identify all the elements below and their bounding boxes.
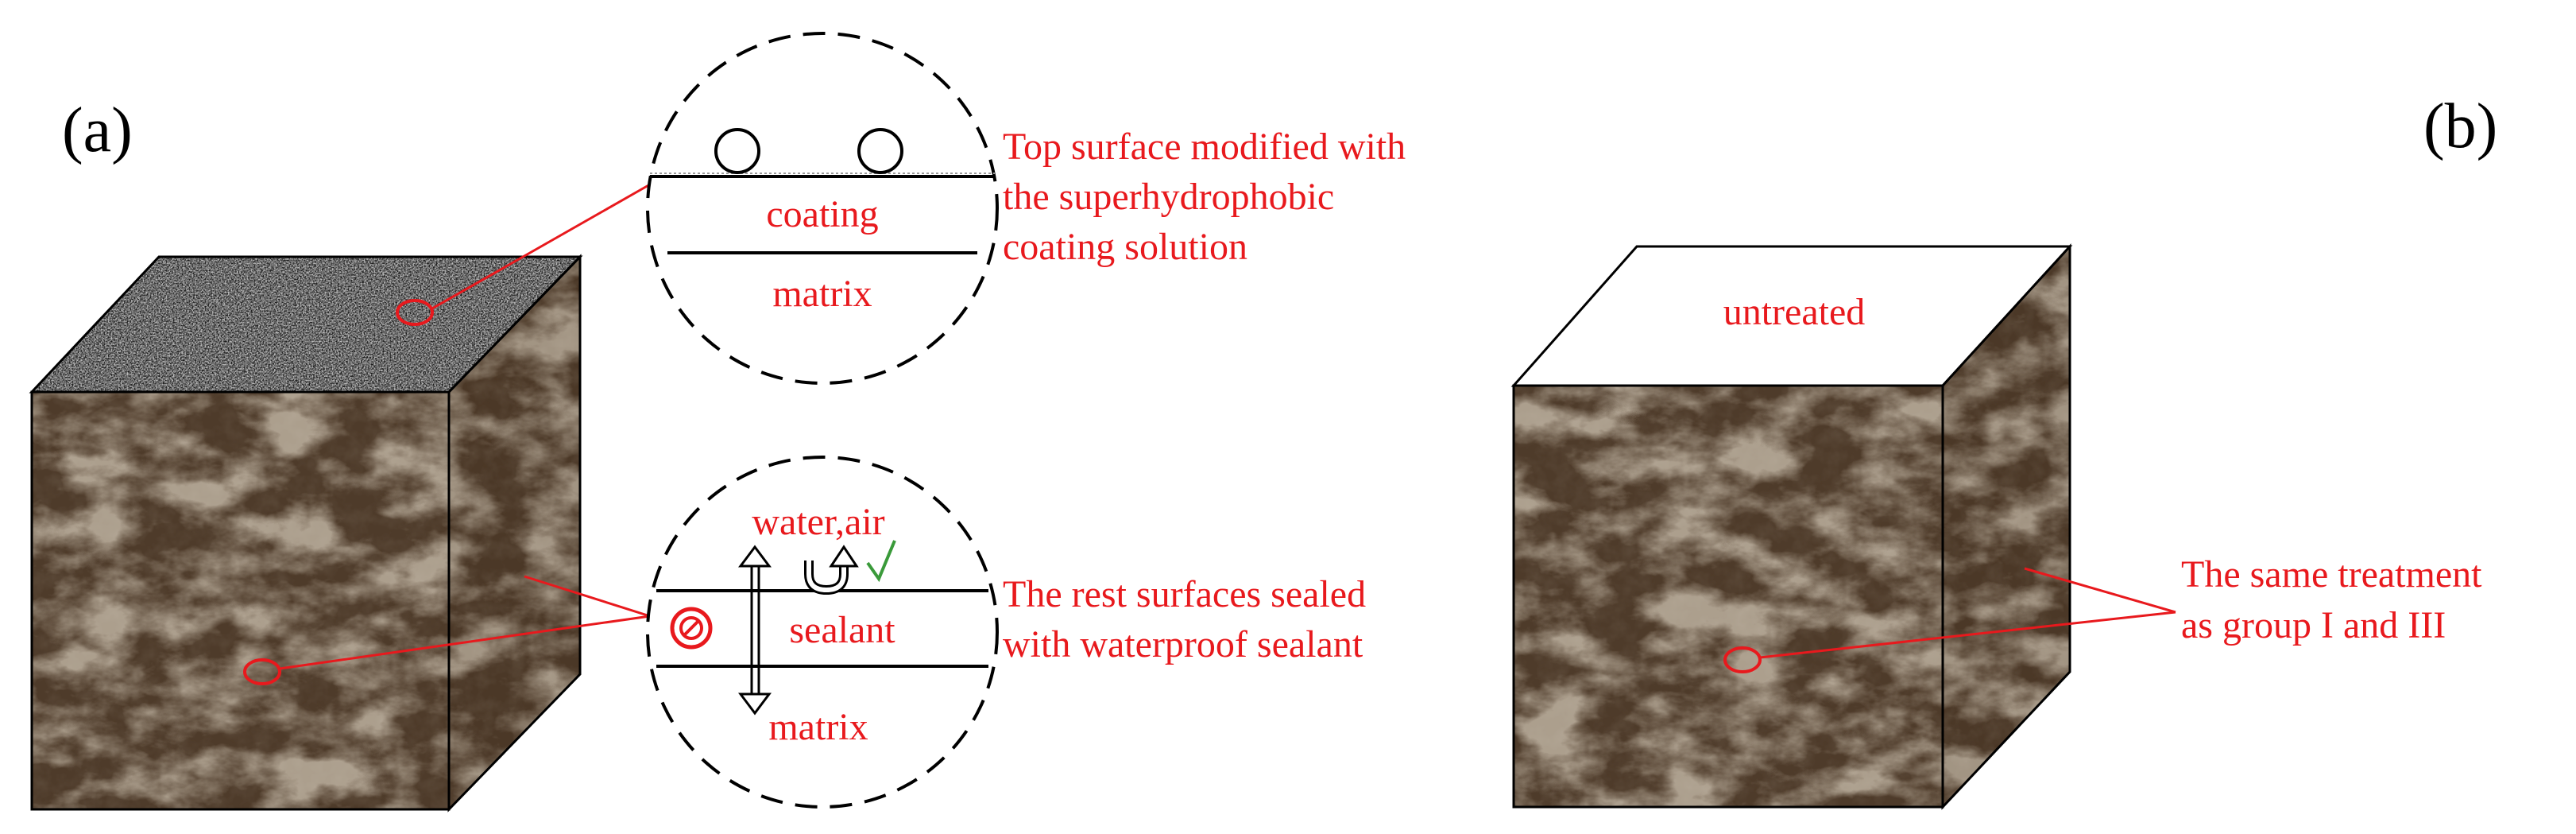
untreated-label: untreated [1723,291,1866,333]
side-callout-leader-front [279,615,651,670]
panel-b: (b) untreated The same treatment as grou… [1510,91,2497,810]
cube-a [29,254,583,813]
panel-b-leader-front [1759,611,2176,659]
side-callout: water,air sealant matrix [646,456,999,809]
check-mark-icon [866,540,896,583]
panel-b-note: The same treatment as group I and III [2181,553,2482,646]
double-arrow-icon [738,545,772,716]
top-callout-circle [646,32,999,385]
front-surface-marker [243,658,281,685]
sealant-label: sealant [789,609,895,651]
panel-b-front-marker [1723,646,1762,673]
top-note-line-2: the superhydrophobic [1003,176,1334,218]
droplet-icon [857,128,903,174]
water-air-label: water,air [752,501,884,543]
droplet-icon [714,128,760,174]
top-callout-leader [431,183,651,310]
cube-b [1510,243,2073,810]
coating-label: coating [766,193,878,235]
u-turn-arrow-icon [804,545,859,595]
side-matrix-label: matrix [768,706,868,748]
top-note-line-1: Top surface modified with [1003,126,1406,168]
top-callout: coating matrix [646,32,999,385]
side-callout-circle [646,456,999,809]
top-note: Top surface modified with the superhydro… [1003,126,1406,268]
panel-a-label: (a) [62,95,133,165]
side-note: The rest surfaces sealed with waterproof… [1003,573,1366,665]
side-note-line-1: The rest surfaces sealed [1003,573,1366,615]
top-matrix-label: matrix [772,273,872,315]
panel-a: (a) [29,32,1406,813]
side-callout-leader-side [524,575,651,618]
panel-b-note-line-2: as group I and III [2181,604,2446,646]
top-surface-marker [396,299,434,326]
panel-b-note-line-1: The same treatment [2181,553,2482,595]
side-note-line-2: with waterproof sealant [1003,623,1363,665]
panel-b-label: (b) [2423,91,2497,161]
panel-b-leader-side [2024,567,2176,614]
blocked-icon [670,607,713,650]
top-note-line-3: coating solution [1003,226,1247,268]
